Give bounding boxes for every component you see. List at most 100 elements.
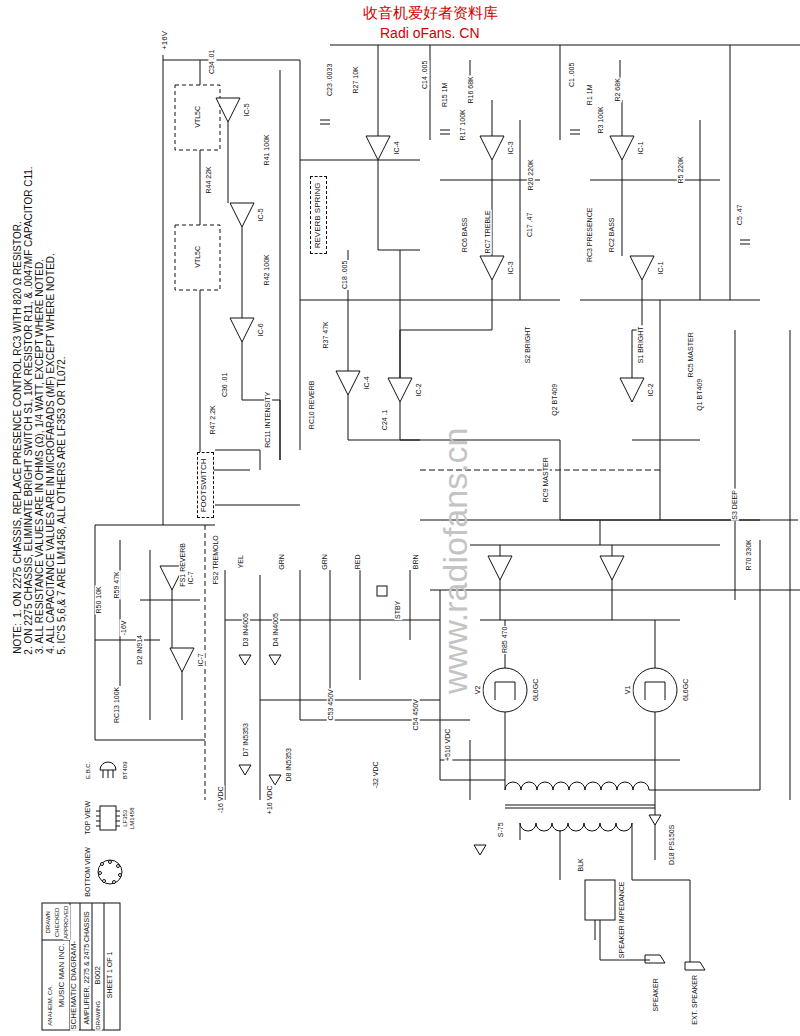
component-label: E.B.C.	[85, 760, 92, 779]
title-block-text: CHECKED	[54, 906, 61, 937]
component-label: C36 .01	[221, 372, 229, 399]
component-label: RC2 BASS	[608, 217, 616, 254]
dashed-box: REVERB SPRING	[310, 176, 327, 254]
header-watermark: Radi oFans. CN	[379, 26, 481, 41]
title-block-text: AMPLIFIER, 2275 & 2475 CHASSIS	[82, 910, 90, 1025]
note-text: 1. ON 2275 CHASSIS, REPLACE PRESENCE CON…	[12, 220, 23, 618]
component-label: R1 1M	[586, 84, 594, 107]
component-label: RC6 BASS	[461, 217, 469, 254]
dashed-box: FOOTSWITCH	[197, 452, 214, 518]
component-label: FS2 TREMOLO	[211, 534, 219, 585]
component-label: R15 1M	[441, 82, 449, 109]
component-label: S2 BRIGHT	[523, 325, 531, 364]
title-block-text: SHEET 1 OF 1	[106, 951, 114, 1000]
component-label: -32 VDC	[371, 760, 379, 789]
component-label: EXT. SPEAKER	[691, 974, 699, 1026]
component-label: IC-4	[362, 375, 370, 390]
component-label: +510 VDC	[444, 728, 452, 763]
component-label: IC-5	[242, 102, 250, 117]
component-label: R44 22K	[204, 165, 212, 194]
component-label: C23 .0033	[326, 63, 334, 97]
component-label: Q2 BT409	[551, 383, 559, 417]
component-label: R17 100K	[458, 108, 466, 141]
title-block-text: APPROVED	[63, 904, 70, 939]
title-block-text: MUSIC MAN INC.	[58, 942, 67, 1008]
component-label: IC-4	[392, 140, 400, 155]
component-label: IC-7	[186, 570, 194, 585]
note-text: 3. ALL RESISTANCE VALUES ARE IN OHMS (Ω)…	[33, 258, 44, 655]
component-label: YEL	[236, 554, 244, 569]
component-label: FS1 REVERB	[179, 542, 187, 588]
component-label: +16V	[161, 29, 170, 50]
component-label: BT409	[122, 760, 129, 780]
component-label: R16 68K	[466, 75, 474, 104]
component-label: LM1458	[129, 806, 136, 830]
component-label: R2 68K	[613, 77, 621, 102]
component-label: BOTTOM VIEW	[84, 846, 92, 898]
component-label: R41 100K	[262, 133, 270, 166]
component-label: VTL5C	[194, 245, 202, 269]
component-label: LF353	[122, 808, 129, 827]
component-label: R5 220K	[676, 155, 684, 184]
component-label: RC10 REVERB	[308, 380, 316, 431]
component-label: SPEAKER	[651, 977, 659, 1012]
component-label: RC13 100K	[113, 686, 121, 724]
component-label: D2 IN914	[136, 634, 144, 666]
parts	[42, 85, 677, 1030]
component-label: R70 330K	[744, 538, 752, 571]
component-label: RC11 INTENSITY	[264, 391, 272, 449]
component-label: R47 2.2K	[208, 404, 216, 435]
component-label: C17 .47	[526, 212, 534, 239]
component-label: R85 470	[501, 626, 509, 654]
component-label: TOP VIEW	[84, 800, 92, 836]
component-label: IC-6	[256, 322, 264, 337]
box-label: REVERB SPRING	[314, 182, 323, 248]
component-label: GRN	[321, 553, 329, 571]
component-label: R3 100K	[596, 105, 604, 134]
component-label: S-75	[496, 821, 504, 838]
component-label: V1	[624, 685, 632, 696]
note-text: NOTE:	[11, 622, 22, 655]
component-label: C34 .01	[208, 49, 216, 76]
component-label: IC-1	[656, 260, 664, 275]
component-label: C1 .005	[568, 62, 576, 89]
title-block-text: DRAWN	[45, 910, 52, 934]
component-label: SPEAKER IMPEDANCE	[618, 881, 626, 960]
component-label: IC-2	[646, 382, 654, 397]
component-label: C14 .005	[421, 60, 429, 90]
component-label: C54 450V	[411, 698, 419, 731]
component-label: S1 BRIGHT	[636, 325, 644, 364]
component-label: BLK	[576, 857, 584, 872]
component-label: GRN	[278, 553, 286, 571]
component-label: IC-1	[636, 140, 644, 155]
component-label: -16 VDC	[216, 785, 224, 814]
note-text: 4. ALL CAPACITANCE VALUES ARE IN MICROFA…	[44, 252, 55, 655]
component-label: 6L6GC	[682, 678, 690, 702]
component-label: RC9 MASTER	[541, 456, 549, 503]
note-text: 2. ON 2275 CHASSIS, ELIMINATE BRIGHT SWI…	[23, 165, 34, 655]
component-label: D8 IN5353	[284, 747, 292, 782]
title-block-text: ANAHEIM, CA.	[47, 983, 54, 1026]
title-block-text: B002	[93, 965, 102, 986]
component-label: -16V	[119, 619, 127, 636]
component-label: Q1 BT409	[696, 378, 704, 412]
component-label: IC-3	[506, 260, 514, 275]
component-label: RC3 PRESENCE	[586, 207, 594, 263]
note-text: 5. IC'S 5,6,& 7 ARE LM1458, ALL OTHERS A…	[56, 355, 67, 655]
component-label: D4 IN4005	[271, 612, 279, 647]
component-label: D7 IN5353	[241, 722, 249, 757]
component-label: C53 450V	[326, 688, 334, 721]
watermark: www.radiofans.cn	[437, 426, 474, 694]
component-label: R42 100K	[262, 253, 270, 286]
component-label: RED	[353, 553, 361, 570]
component-label: RC5 MASTER	[686, 331, 694, 378]
component-label: IC-5	[256, 207, 264, 222]
component-label: 6L6GC	[532, 678, 540, 702]
component-label: RC7 TREBLE	[483, 209, 491, 254]
component-label: IC-7	[196, 652, 204, 667]
component-label: V2	[474, 685, 482, 696]
box-label: FOOTSWITCH	[200, 458, 209, 512]
component-label: R50 10K	[94, 585, 102, 614]
component-label: R59 47K	[112, 570, 120, 599]
